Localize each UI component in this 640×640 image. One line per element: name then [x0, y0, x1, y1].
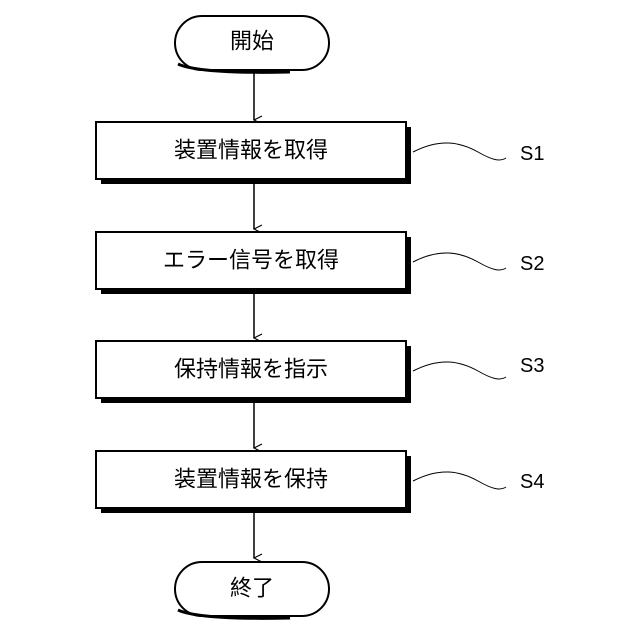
step-s2-text: エラー信号を取得 — [163, 249, 339, 274]
step-s3-text: 保持情報を指示 — [174, 358, 328, 383]
step-s4-text: 装置情報を保持 — [174, 468, 328, 493]
leader-line-s4 — [413, 472, 506, 489]
step-s4-label: S4 — [520, 471, 544, 493]
leader-line-s3 — [413, 362, 506, 379]
process-step-s2: エラー信号を取得 — [96, 232, 411, 294]
step-s3-label: S3 — [520, 355, 544, 377]
end-label: 終了 — [230, 577, 274, 602]
step-s1-label: S1 — [520, 143, 544, 165]
process-step-s4: 装置情報を保持 — [96, 451, 411, 513]
step-s1-text: 装置情報を取得 — [174, 139, 328, 164]
process-step-s1: 装置情報を取得 — [96, 122, 411, 184]
start-label: 開始 — [230, 30, 274, 55]
start-terminator: 開始 — [175, 16, 329, 72]
end-terminator: 終了 — [175, 562, 329, 618]
leader-line-s1 — [413, 143, 506, 160]
leader-line-s2 — [413, 253, 506, 270]
step-s2-label: S2 — [520, 253, 544, 275]
process-step-s3: 保持情報を指示 — [96, 341, 411, 403]
